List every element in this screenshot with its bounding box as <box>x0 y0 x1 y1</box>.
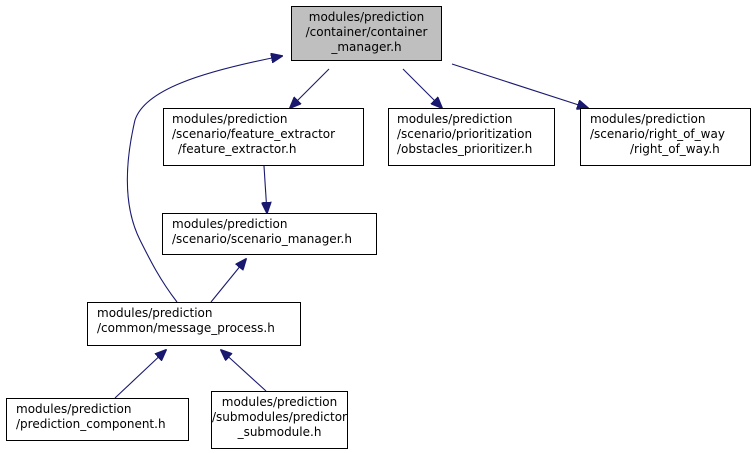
node-obstacles-prioritizer[interactable]: modules/prediction /scenario/prioritizat… <box>388 108 555 166</box>
edge-scenario-manager-to-feature-extractor <box>264 165 267 213</box>
node-line: /container/container <box>305 25 428 39</box>
node-line: _submodule.h <box>237 425 322 439</box>
node-line: /right_of_way.h <box>630 142 720 156</box>
node-line: /submodules/predictor <box>212 410 347 424</box>
node-prediction-component[interactable]: modules/prediction /prediction_component… <box>6 398 189 441</box>
node-container-manager: modules/prediction /container/container … <box>291 6 442 61</box>
node-line: modules/prediction <box>172 112 288 126</box>
edge-obstacles-prioritizer-to-container-manager <box>402 68 442 108</box>
edge-feature-extractor-to-container-manager <box>290 68 330 108</box>
node-line: /scenario/scenario_manager.h <box>172 232 352 246</box>
edge-right-of-way-to-container-manager <box>451 63 588 108</box>
node-line: /scenario/feature_extractor <box>172 127 336 141</box>
node-line: modules/prediction <box>397 112 513 126</box>
node-scenario-manager[interactable]: modules/prediction /scenario/scenario_ma… <box>162 213 377 255</box>
node-right-of-way[interactable]: modules/prediction /scenario/right_of_wa… <box>580 108 751 166</box>
node-feature-extractor[interactable]: modules/prediction /scenario/feature_ext… <box>163 108 364 166</box>
node-line: modules/prediction <box>172 217 288 231</box>
node-line: /common/message_process.h <box>97 321 275 335</box>
node-line: /scenario/prioritization <box>397 127 533 141</box>
node-line: modules/prediction <box>308 10 425 24</box>
node-line: _manager.h <box>331 40 402 54</box>
node-line: /scenario/right_of_way <box>590 127 725 141</box>
node-line: /prediction_component.h <box>16 417 166 431</box>
node-line: modules/prediction <box>221 395 338 409</box>
node-predictor-submodule[interactable]: modules/prediction /submodules/predictor… <box>211 391 348 449</box>
edge-message-process-to-scenario-manager <box>210 259 246 303</box>
node-line: modules/prediction <box>16 402 132 416</box>
node-line: /obstacles_prioritizer.h <box>397 142 533 156</box>
node-line: modules/prediction <box>590 112 706 126</box>
edge-predictor-submodule-to-message-process <box>221 350 267 392</box>
node-line: /feature_extractor.h <box>178 142 297 156</box>
node-message-process[interactable]: modules/prediction /common/message_proce… <box>87 302 301 346</box>
edge-message-process-to-container-manager <box>126 56 282 303</box>
node-line: modules/prediction <box>97 306 213 320</box>
edge-prediction-component-to-message-process <box>114 350 166 399</box>
